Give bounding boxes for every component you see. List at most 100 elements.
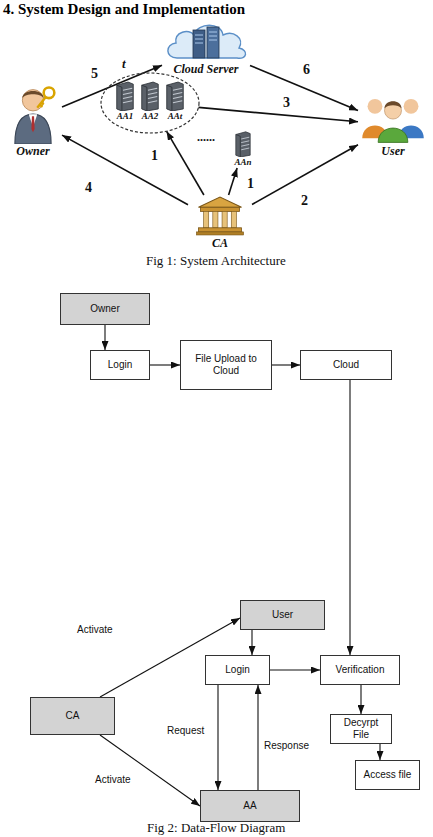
server-part [241,137,249,150]
connector-arrow [100,735,200,806]
server-part [142,85,147,111]
server-figure [137,80,163,111]
server-part [167,82,184,111]
bank-part [198,228,241,232]
process-box: File Upload to Cloud [180,340,272,390]
owner-figure [4,80,62,144]
box-label: User [272,609,293,621]
icon-label: User [381,144,404,158]
flow-label: Activate [94,774,132,785]
box-label: Verification [336,664,385,676]
connector-arrow [229,168,238,195]
step-number: 1 [246,176,255,191]
section-heading: 4. System Design and Implementation [3,1,245,18]
connector-arrow [257,685,258,790]
figure-caption: Fig 1: System Architecture [146,253,286,269]
connector-arrow [272,364,300,365]
flow-label: Request [166,725,205,736]
bank-part [231,211,236,227]
connector-arrow [104,325,105,350]
box-label: CA [66,710,80,722]
icon-label: AA2 [142,111,159,122]
bank-part [204,211,209,227]
process-box: Verification [320,655,400,685]
users-figure [358,92,428,144]
connector-arrow [379,744,380,760]
server-part [148,88,157,102]
ellipsis-dots: ...... [197,130,215,145]
owner-part [37,97,46,108]
bank-part [213,211,218,227]
process-box: CA [30,697,115,735]
cloud-part [168,25,246,58]
connector-arrow [251,630,252,655]
step-number: 6 [302,62,311,77]
step-number: 1 [150,148,159,163]
step-number: 4 [84,180,93,195]
box-label: Login [108,359,132,371]
icon-label: Cloud Server [173,62,238,76]
server-figure [162,80,188,111]
server-part [117,82,134,111]
bank-part [198,197,241,207]
box-label: Cloud [333,359,359,371]
process-box: Access file [355,760,420,790]
cloud-part [195,32,217,43]
owner-part [22,91,43,98]
cloud-icon: Cloud Server [162,18,250,76]
bank-part [201,207,240,211]
cloud-part [193,30,205,58]
server-part [236,132,250,157]
server-icon: AAn [225,130,261,168]
users-part [368,99,383,114]
connector-arrow [217,685,218,790]
process-box: User [240,600,325,630]
server-icon: AA2 [137,80,163,122]
step-number: 5 [90,66,99,81]
box-label: Access file [364,769,412,781]
owner-icon: Owner [4,80,62,158]
step-number: 2 [300,193,309,208]
owner-part [31,116,34,132]
box-label: File Upload to Cloud [185,353,267,377]
flow-label: Response [263,740,310,751]
server-part [173,88,182,102]
process-box: Owner [60,293,150,325]
process-box: Login [90,350,150,380]
icon-label: AAt [168,111,183,122]
server-icon: AAt [162,80,188,122]
group-label: t [122,56,126,72]
flow-label: Activate [76,624,114,635]
step-number: 3 [282,95,291,110]
server-icon: AA1 [112,80,138,122]
connector-arrow [270,669,320,670]
server-part [123,88,132,102]
users-part [385,102,402,119]
connector-arrow [199,107,359,121]
server-part [117,85,122,111]
process-box: AA [200,790,300,822]
box-label: Login [225,664,249,676]
icon-label: AA1 [117,111,134,122]
users-icon: User [358,92,428,158]
server-figure [112,80,138,111]
box-label: AA [243,800,256,812]
owner-part [22,90,43,111]
process-box: Login [205,655,270,685]
icon-label: Owner [16,144,49,158]
users-part [385,101,402,108]
users-part [378,128,408,142]
bank-part [222,211,227,227]
connector-arrow [349,380,350,655]
bank-part [196,232,243,235]
connector-arrow [62,135,188,205]
server-part [142,82,159,111]
users-part [404,99,419,114]
server-part [167,85,172,111]
dashed-ellipse-outline [101,73,199,133]
process-box: Cloud [300,350,392,380]
process-box: Decyrpt File [330,714,392,744]
bank-icon: CA [188,195,252,250]
figure-caption: Fig 2: Data-Flow Diagram [147,820,285,836]
